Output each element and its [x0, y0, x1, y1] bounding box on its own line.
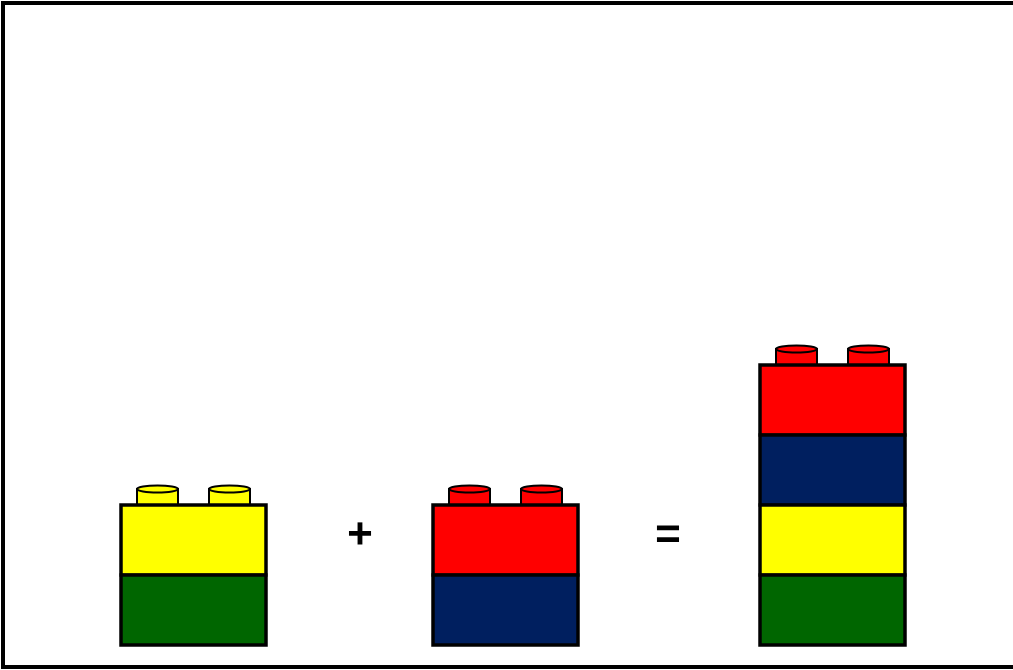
block-green	[760, 575, 905, 645]
equals-operator: =	[655, 509, 681, 558]
tower-yellow-green	[121, 486, 266, 646]
tower-combined	[760, 346, 905, 646]
stud-left	[776, 346, 817, 366]
block-yellow	[121, 505, 266, 575]
stud-left	[137, 486, 178, 506]
block-yellow	[760, 505, 905, 575]
block-green	[121, 575, 266, 645]
stud-right	[209, 486, 250, 506]
stud-right	[521, 486, 562, 506]
block-red	[433, 505, 578, 575]
plus-operator: +	[347, 509, 373, 558]
block-navy	[433, 575, 578, 645]
stud-left	[449, 486, 490, 506]
stud-right	[848, 346, 889, 366]
tower-red-navy	[433, 486, 578, 646]
block-navy	[760, 435, 905, 505]
block-red	[760, 365, 905, 435]
